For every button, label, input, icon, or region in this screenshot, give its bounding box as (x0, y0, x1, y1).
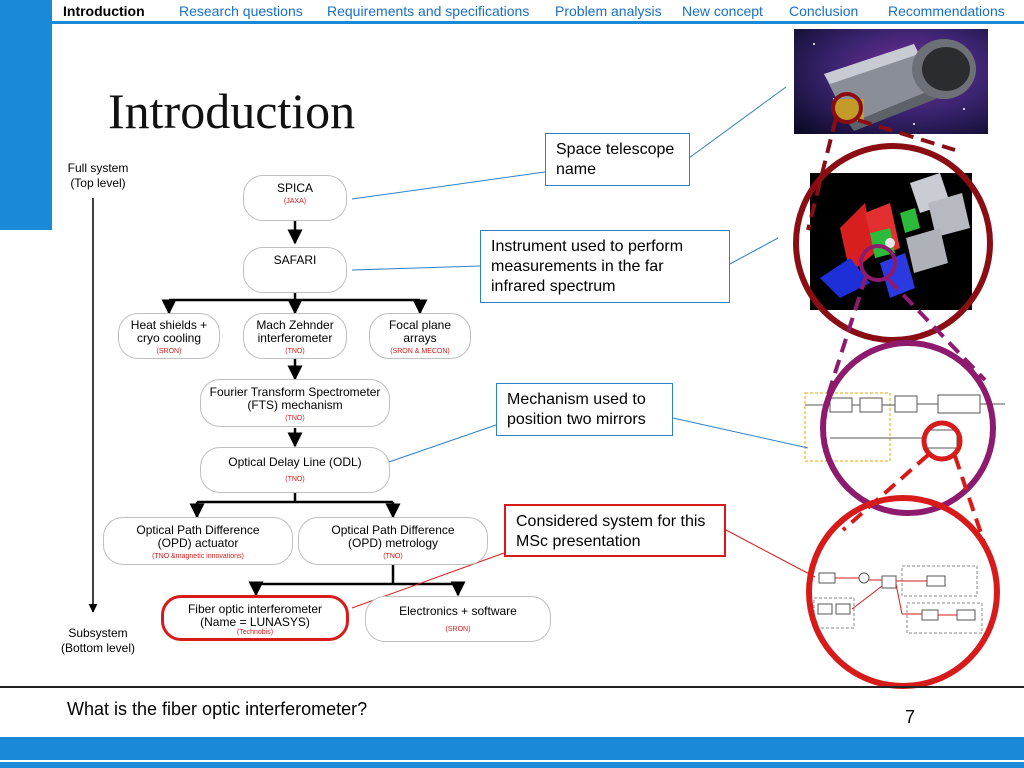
nav-tab-new-concept[interactable]: New concept (682, 3, 763, 19)
mechanism-detail-circle (921, 420, 963, 462)
control-block-diagram-image (800, 390, 1010, 465)
node-spica-label: SPICA (276, 181, 313, 195)
node-odl: Optical Delay Line (ODL) (TNO) (200, 447, 390, 493)
node-heat-shields: Heat shields + cryo cooling (SRON) (118, 313, 220, 359)
footer-divider (0, 686, 1024, 688)
slide-title: Introduction (108, 83, 356, 139)
mechanism-zoom-circle (820, 340, 996, 516)
callout-considered-system: Considered system for this MSc presentat… (504, 504, 726, 557)
node-opd-actuator: Optical Path Difference (OPD) actuator (… (103, 517, 293, 565)
page-number: 7 (905, 707, 916, 727)
bottom-level-label: Subsystem(Bottom level) (60, 626, 136, 655)
node-spica: SPICA (JAXA) (243, 175, 347, 221)
space-telescope-image (794, 29, 988, 134)
nav-tab-introduction[interactable]: Introduction (63, 3, 145, 19)
instrument-detail-circle (859, 244, 897, 282)
node-fts-mechanism: Fourier Transform Spectrometer (FTS) mec… (200, 379, 390, 427)
callout-mechanism: Mechanism used to position two mirrors (496, 383, 673, 436)
top-navigation: Introduction Research questions Requirem… (52, 0, 1024, 24)
node-mach-zehnder: Mach Zehnder interferometer (TNO) (243, 313, 347, 359)
node-focal-plane: Focal plane arrays (SRON & MECON) (369, 313, 471, 359)
bottom-accent-stripe (0, 760, 1024, 762)
instrument-zoom-circle (793, 143, 993, 343)
node-safari: SAFARI (243, 247, 347, 293)
callout-space-telescope: Space telescope name (545, 133, 690, 186)
nav-tab-requirements[interactable]: Requirements and specifications (327, 3, 530, 19)
node-fiber-interferometer: Fiber optic interferometer (Name = LUNAS… (161, 595, 349, 641)
node-opd-metrology: Optical Path Difference (OPD) metrology … (298, 517, 488, 565)
fiber-interferometer-schematic-image (812, 548, 994, 640)
fiber-zoom-circle (806, 495, 1000, 689)
nav-tab-recommendations[interactable]: Recommendations (888, 3, 1005, 19)
top-level-label: Full system(Top level) (67, 161, 129, 190)
node-safari-label: SAFARI (273, 253, 317, 267)
callout-instrument: Instrument used to perform measurements … (480, 230, 730, 303)
flow-lines (161, 220, 466, 597)
nav-tab-research-questions[interactable]: Research questions (179, 3, 303, 19)
instrument-3d-model-image (810, 173, 972, 310)
nav-tab-problem-analysis[interactable]: Problem analysis (555, 3, 662, 19)
left-accent-bar (0, 0, 52, 230)
zoom-dashed-links (806, 117, 992, 561)
footer-question: What is the fiber optic interferometer? (67, 699, 368, 719)
node-spica-org: (JAXA) (283, 198, 307, 205)
telescope-zoom-circle (831, 92, 863, 124)
nav-tab-conclusion[interactable]: Conclusion (789, 3, 859, 19)
bottom-accent-bar (0, 737, 1024, 768)
node-electronics-software: Electronics + software (SRON) (365, 596, 551, 642)
callout-leaders (351, 86, 809, 464)
